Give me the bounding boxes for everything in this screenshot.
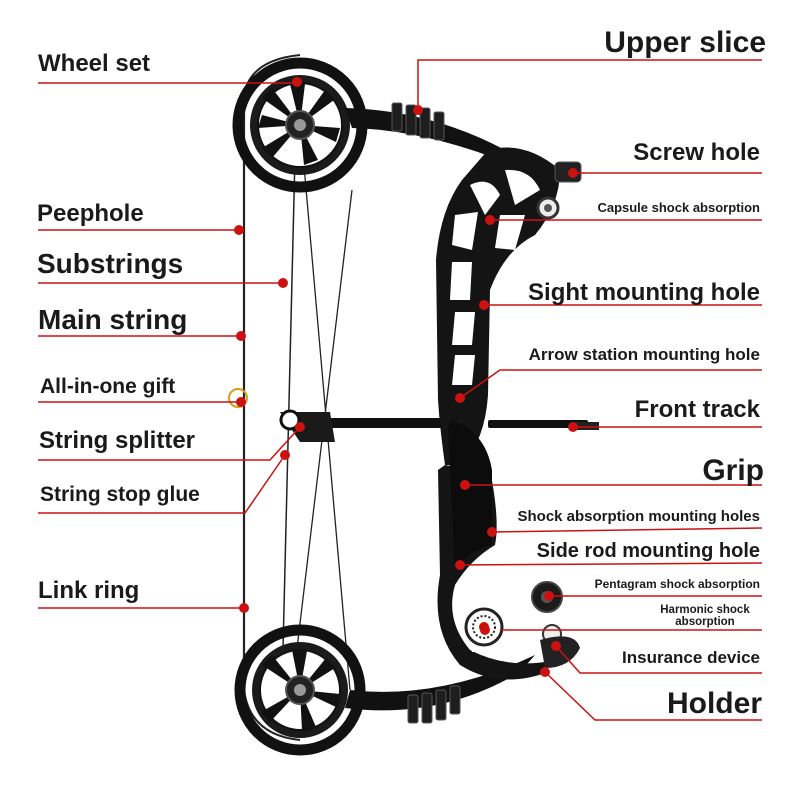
dot-front-track	[568, 422, 578, 432]
label-main-string: Main string	[38, 304, 188, 335]
dot-pentagram	[544, 591, 554, 601]
dot-string-stop-glue	[280, 450, 290, 460]
label-harmonic-line-1: Harmonic shock	[660, 604, 750, 616]
dot-screw-hole	[568, 168, 578, 178]
label-sight-mounting-hole: Sight mounting hole	[528, 279, 760, 306]
upper-cam	[232, 57, 368, 193]
label-all-in-one-gift: All-in-one gift	[40, 375, 176, 398]
lower-cam	[234, 624, 366, 756]
dot-main-string	[236, 331, 246, 341]
label-capsule-shock-absorption: Capsule shock absorption	[597, 200, 760, 215]
label-wheel-set: Wheel set	[38, 50, 151, 77]
label-arrow-station-mounting-hole: Arrow station mounting hole	[528, 345, 760, 364]
upper-limb	[345, 102, 520, 168]
dot-link-ring	[239, 603, 249, 613]
label-grip: Grip	[702, 454, 764, 487]
label-harmonic-line-2: absorption	[675, 616, 735, 629]
dot-sight-hole	[479, 300, 489, 310]
label-insurance-device: Insurance device	[622, 648, 760, 667]
dot-harmonic	[480, 625, 490, 635]
dot-grip	[460, 480, 470, 490]
dot-string-splitter	[295, 422, 305, 432]
label-upper-slice: Upper slice	[604, 26, 766, 59]
dot-side-rod	[455, 560, 465, 570]
label-side-rod-mounting-hole: Side rod mounting hole	[536, 540, 760, 562]
label-string-stop-glue: String stop glue	[40, 483, 200, 506]
label-pentagram-shock-absorption: Pentagram shock absorption	[594, 577, 760, 591]
substring-line-1	[281, 114, 297, 691]
dot-upper-slice	[413, 105, 423, 115]
substring-line-2	[299, 119, 351, 691]
dot-wheel-set	[292, 77, 302, 87]
label-holder: Holder	[666, 687, 762, 720]
cable-rod	[279, 409, 599, 442]
label-substrings: Substrings	[37, 248, 184, 279]
dot-gift	[236, 397, 246, 407]
gift-ring-icon	[228, 388, 248, 408]
lower-limb	[345, 655, 535, 724]
label-link-ring: Link ring	[38, 577, 140, 604]
leader-lines	[38, 59, 763, 721]
dot-insurance	[551, 641, 561, 651]
callout-dots	[234, 77, 578, 677]
dot-capsule	[485, 215, 495, 225]
label-front-track: Front track	[634, 396, 760, 423]
label-peephole: Peephole	[37, 200, 144, 227]
dot-peephole	[234, 225, 244, 235]
label-screw-hole: Screw hole	[633, 139, 760, 166]
label-string-splitter: String splitter	[39, 427, 196, 454]
label-harmonic-shock-absorption: Harmonic shock absorption	[650, 604, 760, 628]
label-shock-absorption-mounting-holes: Shock absorption mounting holes	[517, 508, 760, 525]
dot-substrings	[278, 278, 288, 288]
dot-shock-holes	[487, 527, 497, 537]
riser	[436, 147, 582, 680]
dot-holder	[540, 667, 550, 677]
dot-arrow-station	[455, 393, 465, 403]
